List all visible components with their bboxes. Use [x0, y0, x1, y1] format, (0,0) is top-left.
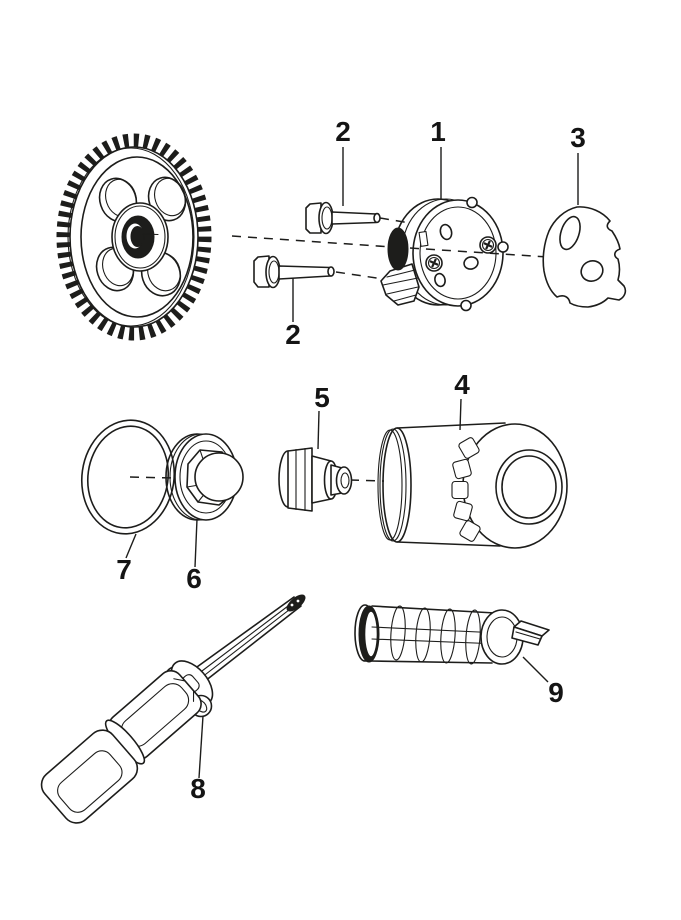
union-fitting-drawing [278, 447, 353, 512]
plate-hole [580, 260, 604, 282]
pump-cover-screw [479, 236, 497, 254]
gear-face-rim [80, 156, 194, 318]
gear-drawing [56, 133, 212, 341]
drive-plate-drawing [542, 206, 627, 308]
axis-dashed-line-pump-to-plate [409, 247, 549, 258]
plate-outline [542, 206, 627, 308]
callout-7-leader [125, 533, 137, 559]
bolt-tip [327, 266, 335, 277]
axis-dashed-line-fitting-to-filter [349, 479, 385, 482]
callout-8-leader [198, 715, 204, 779]
callout-8-label: 8 [190, 773, 206, 804]
callout-5-leader [317, 410, 320, 450]
fitting-nose [335, 466, 353, 495]
bolt-tip [373, 212, 381, 224]
fitting-bore [340, 472, 350, 489]
plug-hex-crown [194, 452, 244, 502]
pump-port-hole [439, 223, 453, 241]
callout-2-lower-label: 2 [285, 319, 301, 350]
pump-drive-shaft-boss [387, 227, 409, 271]
gear-rim [69, 146, 199, 328]
pump-mounting-foot [380, 263, 420, 306]
axis-dashed-line-lower-bolt [335, 271, 391, 281]
o-ring-drawing [80, 419, 176, 535]
pump-face-notch-right [497, 241, 509, 253]
strainer-body-bottom [369, 660, 493, 664]
tool-tip [286, 594, 306, 612]
strainer-body-top [371, 605, 496, 614]
oil-filter-drawing [377, 422, 568, 549]
callout-9-label: 9 [548, 677, 564, 708]
callout-6-label: 6 [186, 563, 202, 594]
tool-shaft [189, 594, 306, 686]
tool-grip-paddle [40, 729, 139, 824]
callout-4-leader [459, 398, 462, 431]
drain-plug-drawing [165, 433, 244, 521]
oil-strainer-drawing [354, 604, 550, 665]
handle-tool-drawing [40, 594, 306, 824]
pump-port-hole [434, 272, 446, 288]
callout-7-label: 7 [116, 554, 132, 585]
callout-1-label: 1 [430, 116, 446, 147]
callout-2-upper-label: 2 [335, 116, 351, 147]
gear-hub [111, 202, 169, 272]
oil-pump-drawing [380, 196, 509, 312]
filter-cap-flutes [451, 437, 481, 542]
callout-6-leader [194, 518, 198, 568]
plate-slot [559, 215, 581, 251]
pump-cover-screw [425, 254, 443, 272]
axis-dashed-line-upper-bolt [379, 217, 411, 224]
callout-9-leader [522, 656, 549, 683]
bolt-lower-drawing [253, 255, 335, 289]
filter-body-bottom [396, 541, 501, 547]
pump-face-notch-bottom [460, 299, 472, 312]
bolt-shank [278, 265, 331, 280]
callout-3-label: 3 [570, 122, 586, 153]
axis-dashed-line-gear-to-pump [231, 235, 393, 248]
gear-tooth-ring [56, 133, 212, 341]
filter-body-top [396, 422, 506, 429]
bolt-upper-drawing [305, 201, 381, 235]
filter-seamed-end [382, 427, 412, 543]
pump-face-notch-top [466, 196, 478, 209]
pump-port-hole [463, 256, 479, 270]
strainer-cage-ribs [390, 605, 481, 665]
bolt-hex-head [305, 202, 322, 234]
bolt-hex-head [253, 255, 270, 288]
callout-4-label: 4 [454, 369, 470, 400]
bolt-shank [331, 211, 377, 225]
callout-5-label: 5 [314, 382, 330, 413]
fitting-hex-body [287, 447, 313, 512]
filter-cap-recess [495, 449, 563, 525]
